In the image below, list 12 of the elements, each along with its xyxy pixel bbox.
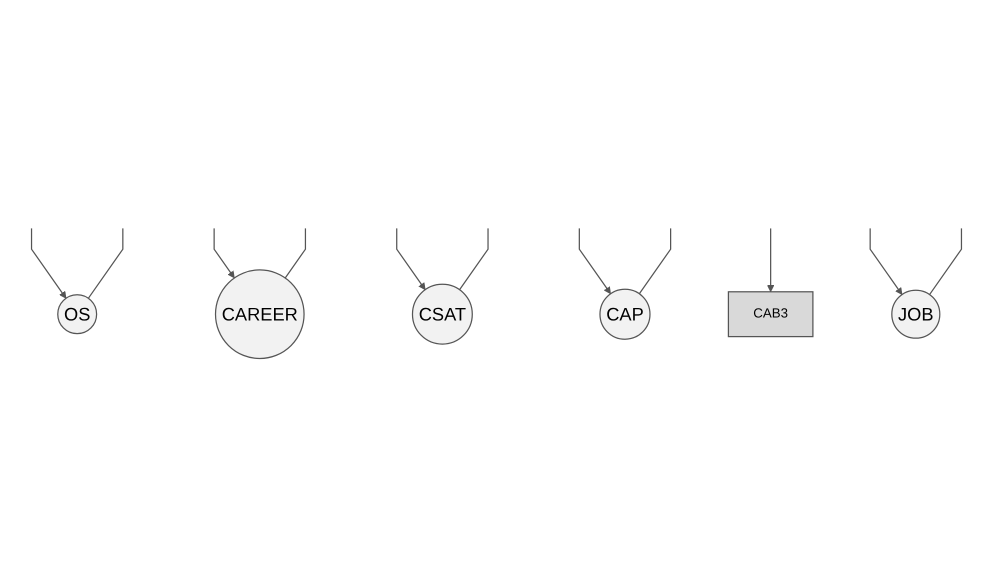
arrow [30,228,66,299]
arrow [578,228,611,294]
node-box: CAB3 [728,291,814,338]
arrow [767,228,774,292]
node-circle: JOB [891,290,940,339]
node-circle: CAREER [214,269,305,360]
arrow [870,228,902,295]
node-circle: OS [57,294,98,334]
arrow [214,228,235,278]
arrow [396,228,426,290]
node-circle: CSAT [412,284,473,345]
node-circle: CAP [599,288,651,340]
